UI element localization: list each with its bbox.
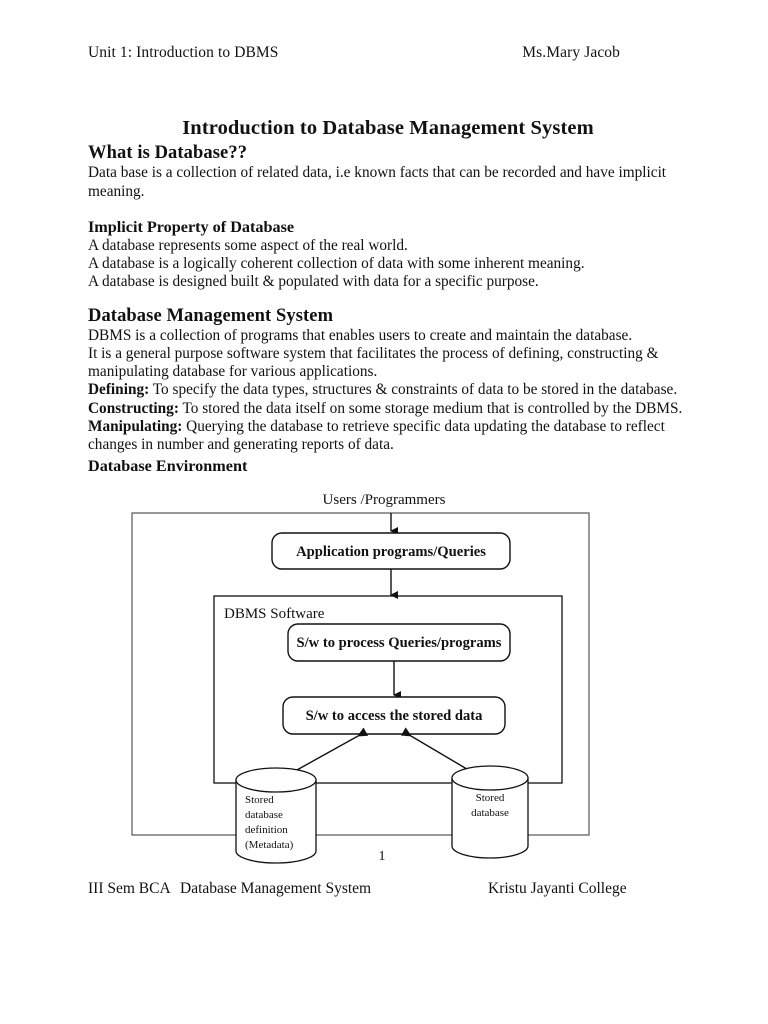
section-heading-database-environment: Database Environment [88,457,248,476]
cylinder-line-3: definition [245,824,288,836]
box-label-application-programs: Application programs/Queries [296,544,486,560]
spacer [88,292,688,305]
cylinder-stored-database: Stored database [451,765,529,859]
definition-text-manipulating: Querying the database to retrieve specif… [88,417,665,453]
footer-institution: Kristu Jayanti College [488,880,627,897]
header-right-author: Ms.Mary Jacob [522,44,620,61]
definition-term-manipulating: Manipulating: [88,417,183,435]
definition-constructing: Constructing: To stored the data itself … [88,400,688,418]
box-label-process-queries: S/w to process Queries/programs [297,635,502,651]
outer-environment-box [131,512,590,836]
cylinder-line-2: database [471,807,509,819]
definition-defining: Defining: To specify the data types, str… [88,381,688,399]
section-heading-what-is-database: What is Database?? [88,143,248,164]
page-title: Introduction to Database Management Syst… [182,117,594,139]
definition-manipulating: Manipulating: Querying the database to r… [88,418,688,454]
page-footer: III Sem BCA Database Management System K… [88,880,688,898]
definition-text-defining: To specify the data types, structures & … [149,381,678,399]
section-heading-implicit-property: Implicit Property of Database [88,217,295,236]
box-label-access-stored-data: S/w to access the stored data [306,708,484,724]
page-number: 1 [379,849,386,864]
box-dbms-software [213,595,563,784]
paragraph-implicit-3: A database is designed built & populated… [88,273,539,291]
cylinder-stored-database-definition: Stored database definition (Metadata) [235,767,317,864]
paragraph-implicit-1: A database represents some aspect of the… [88,237,408,255]
diagram-dbms-software-label: DBMS Software [224,606,325,622]
footer-subject: Database Management System [180,880,372,897]
cylinder-line-2: database [245,809,283,821]
header-left-text: Unit 1: Introduction to DBMS [88,44,279,61]
definition-term-defining: Defining: [88,381,150,399]
footer-course: III Sem BCA [88,880,171,897]
paragraph-dbms-2: It is a general purpose software system … [88,344,659,381]
definition-term-constructing: Constructing: [88,399,179,417]
box-access-stored-data [282,696,506,735]
cylinder-line-4: (Metadata) [245,839,294,851]
paragraph-dbms-1: DBMS is a collection of programs that en… [88,326,633,344]
paragraph-database-definition: Data base is a collection of related dat… [88,164,667,200]
spacer [88,201,688,218]
cylinder-line-1: Stored [245,794,274,806]
section-heading-dbms: Database Management System [88,305,334,326]
diagram-users-label: Users /Programmers [323,492,446,508]
box-process-queries [287,623,511,662]
paragraph-implicit-2: A database is a logically coherent colle… [88,255,585,273]
page-header: Unit 1: Introduction to DBMS Ms.Mary Jac… [88,44,688,62]
cylinder-line-1: Stored [476,792,505,804]
document-body: Introduction to Database Management Syst… [88,116,688,476]
database-environment-diagram: Users /Programmers Application programs/… [0,478,768,898]
definition-text-constructing: To stored the data itself on some storag… [178,399,683,417]
